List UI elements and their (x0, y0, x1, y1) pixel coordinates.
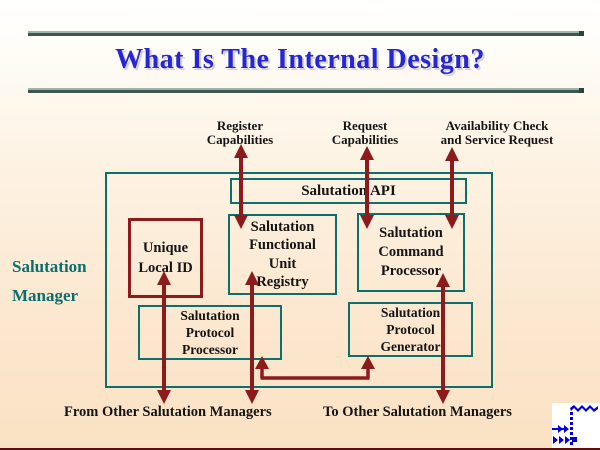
command-processor-box: Salutation Command Processor (357, 213, 465, 292)
salutation-manager-label: Salutation Manager (12, 257, 87, 305)
functional-unit-registry-box: Salutation Functional Unit Registry (228, 214, 337, 295)
label-to-other-managers: To Other Salutation Managers (323, 404, 512, 420)
label-request-capabilities: Request Capabilities (331, 118, 399, 147)
label-from-other-managers: From Other Salutation Managers (64, 404, 272, 420)
salutation-manager-outer-box (105, 172, 493, 388)
slide-title: What Is The Internal Design? (115, 44, 485, 75)
command-processor-label: Salutation Command Processor (378, 225, 444, 279)
salutation-logo-icon (552, 403, 600, 448)
functional-unit-registry-label: Salutation Functional Unit Registry (249, 218, 316, 291)
unique-local-id-label: Unique Local ID (138, 240, 193, 276)
label-register-capabilities: Register Capabilities (206, 118, 274, 147)
title-bottom-rule (28, 88, 584, 93)
protocol-generator-label: Salutation Protocol Generator (380, 305, 441, 354)
unique-local-id-box: Unique Local ID (128, 218, 203, 298)
label-availability-check: Availability Check and Service Request (440, 118, 554, 147)
title-top-rule (28, 31, 584, 36)
salutation-api-box: Salutation API (230, 178, 467, 204)
protocol-processor-label: Salutation Protocol Processor (180, 308, 240, 357)
protocol-processor-box: Salutation Protocol Processor (138, 305, 282, 360)
protocol-generator-box: Salutation Protocol Generator (348, 302, 473, 357)
bottom-border-line (0, 448, 600, 450)
salutation-api-label: Salutation API (301, 182, 396, 199)
